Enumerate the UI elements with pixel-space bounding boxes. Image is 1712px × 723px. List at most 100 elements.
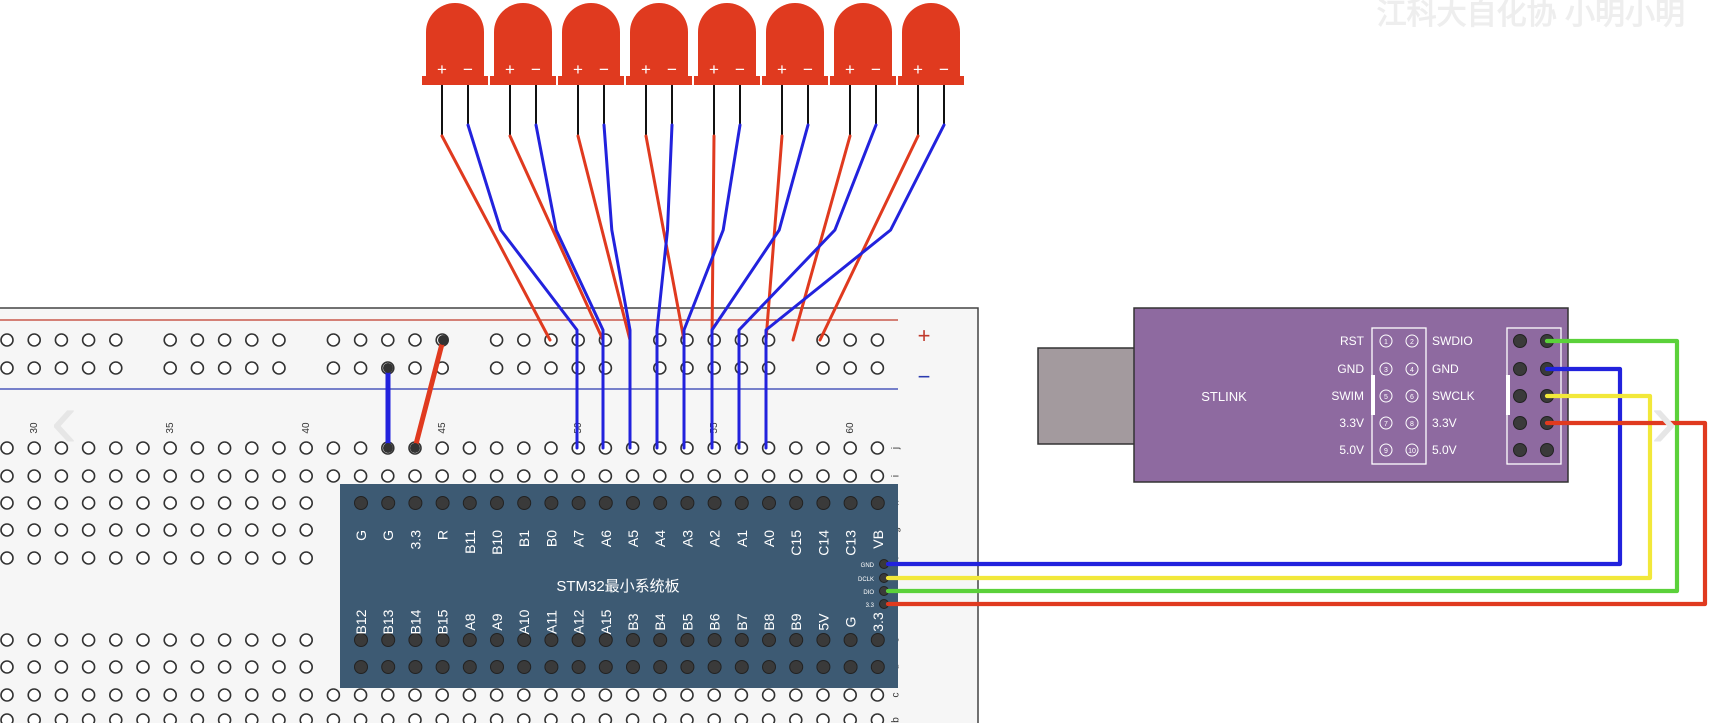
breadboard-hole <box>109 496 123 510</box>
stlink-output-pin <box>1540 443 1554 457</box>
breadboard-hole <box>217 523 232 537</box>
breadboard-hole <box>843 713 857 723</box>
breadboard-hole <box>734 361 749 375</box>
breadboard-hole <box>516 441 531 455</box>
breadboard-hole <box>81 660 96 674</box>
led-cathode-wire <box>710 123 810 450</box>
breadboard-hole <box>843 333 858 347</box>
led-plus-label: + <box>845 60 855 79</box>
next-arrow-icon[interactable]: › <box>1651 375 1678 464</box>
stm32-bottom-pin <box>816 660 831 674</box>
breadboard-hole <box>816 713 830 723</box>
breadboard-hole <box>109 660 123 674</box>
stlink-pin-number: 5 <box>1384 394 1388 401</box>
prev-arrow-icon[interactable]: ‹ <box>51 375 78 464</box>
stm32-bottom-pin <box>462 633 477 647</box>
breadboard-hole <box>707 688 722 702</box>
stlink-output-pin <box>1513 389 1527 403</box>
breadboard-hole <box>190 441 205 455</box>
stm32-debug-pin-label: DIO <box>863 590 874 596</box>
stm32-bottom-pin <box>653 660 668 674</box>
breadboard-hole <box>0 633 14 647</box>
breadboard-hole <box>516 688 531 702</box>
breadboard-hole <box>0 688 14 702</box>
led-flange <box>490 76 556 85</box>
led-flange <box>694 76 760 85</box>
led-anode-wire <box>440 134 552 342</box>
breadboard-hole <box>652 469 667 483</box>
led-anode-wire <box>791 134 852 342</box>
stm32-top-pin <box>762 496 776 510</box>
stm32-debug-pin-label: DCLK <box>858 577 874 583</box>
stm32-bottom-pin <box>462 660 477 674</box>
wire-end-dot <box>383 363 393 373</box>
breadboard-hole <box>54 688 69 702</box>
stlink-swd-pin <box>1405 362 1419 376</box>
led-body <box>494 3 552 76</box>
led-row: +−+−+−+−+−+−+−+− <box>422 3 964 136</box>
breadboard-hole <box>136 551 150 565</box>
breadboard-hole <box>163 333 177 347</box>
breadboard-hole <box>245 333 259 347</box>
breadboard-hole <box>544 713 558 723</box>
stm32-top-pin-label: A0 <box>761 530 777 547</box>
stlink-pin-number: 8 <box>1410 421 1414 428</box>
breadboard-hole <box>299 523 314 537</box>
led-plus-label: + <box>437 60 447 79</box>
stlink-pin-number: 3 <box>1384 367 1388 374</box>
breadboard-hole <box>27 551 42 565</box>
breadboard-hole <box>163 660 177 674</box>
stm32-bottom-pin <box>762 633 776 647</box>
breadboard-hole <box>870 441 885 455</box>
stm32-top-pin-label: C13 <box>843 530 859 556</box>
led-minus-label: − <box>871 60 881 79</box>
breadboard-holes <box>0 333 885 723</box>
stm32-top-pin-label: R <box>435 530 451 540</box>
breadboard-hole <box>27 633 42 647</box>
breadboard-hole <box>217 713 232 723</box>
breadboard-hole <box>408 469 422 483</box>
breadboard-hole <box>435 441 450 455</box>
column-number: 60 <box>845 422 856 434</box>
led-body <box>766 3 824 76</box>
breadboard-hole <box>326 688 341 702</box>
stm32-top-pin <box>435 496 450 510</box>
column-number: 30 <box>29 422 40 434</box>
breadboard-hole <box>136 496 150 510</box>
breadboard-hole <box>707 441 722 455</box>
breadboard-hole <box>761 441 776 455</box>
breadboard-hole <box>0 523 14 537</box>
usb-connector <box>1037 347 1137 445</box>
stm32-top-pin-label: B1 <box>516 530 532 547</box>
breadboard-hole <box>163 688 177 702</box>
wires <box>383 123 1708 607</box>
breadboard-hole <box>326 713 341 723</box>
stm32-bottom-pin-label: B15 <box>435 609 451 634</box>
breadboard-hole <box>217 361 232 375</box>
breadboard-hole <box>81 496 96 510</box>
breadboard-hole <box>0 551 14 565</box>
breadboard-hole <box>843 469 858 483</box>
column-number: 35 <box>165 422 176 434</box>
breadboard-hole <box>272 660 286 674</box>
stm32-top-pin-label: G <box>353 530 369 541</box>
breadboard-hole <box>353 361 368 375</box>
breadboard-hole <box>408 361 422 375</box>
breadboard-hole <box>272 361 286 375</box>
stm32-top-pin <box>870 496 885 510</box>
breadboard-hole <box>544 361 558 375</box>
stm32-bottom-pin <box>435 660 450 674</box>
led-anode-wire <box>644 134 686 342</box>
breadboard-hole <box>245 441 259 455</box>
breadboard-hole <box>109 713 123 723</box>
row-letter: b <box>891 717 902 723</box>
stm32-top-pin <box>789 496 804 510</box>
stm32-top-pin-label: A4 <box>652 530 668 547</box>
breadboard-hole <box>217 441 232 455</box>
stm32-top-pin <box>571 496 586 510</box>
breadboard-hole <box>489 469 504 483</box>
breadboard-hole <box>625 688 640 702</box>
breadboard-hole <box>190 551 205 565</box>
stm32-bottom-pin-label: B14 <box>407 609 423 634</box>
